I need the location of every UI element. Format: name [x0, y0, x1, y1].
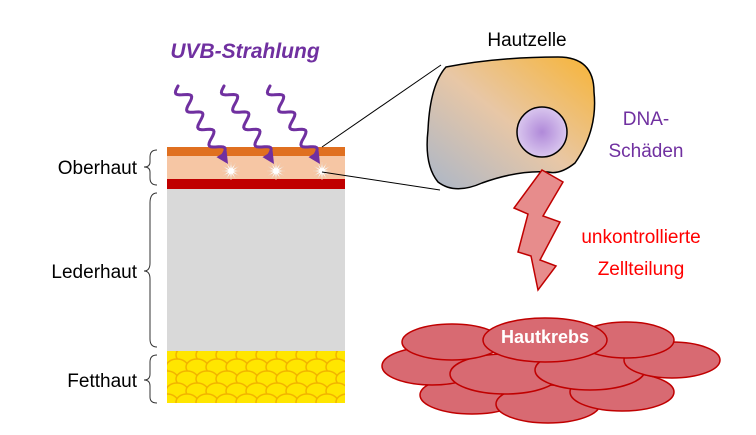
fat-cell	[235, 393, 259, 403]
oberhaut-top-stripe	[167, 147, 345, 156]
uv-ray-arrowhead	[262, 150, 274, 164]
uv-ray	[173, 84, 227, 158]
label-lederhaut: Lederhaut	[51, 262, 137, 283]
label-hautkrebs: Hautkrebs	[501, 327, 589, 347]
uv-rays	[173, 84, 320, 164]
tumor-cell	[482, 317, 608, 363]
fat-cell	[195, 393, 219, 403]
damage-spark	[221, 161, 241, 181]
uv-ray-arrowhead	[308, 150, 320, 164]
label-unkontrollierte: unkontrollierte	[581, 227, 700, 248]
fat-cell	[255, 393, 279, 403]
damage-sparks	[221, 161, 332, 181]
zoom-line-bottom	[321, 171, 441, 191]
damage-spark	[266, 161, 286, 181]
label-fetthaut: Fetthaut	[67, 371, 137, 392]
fat-cell	[295, 393, 319, 403]
uv-ray-arrowhead	[216, 150, 228, 164]
brace-oberhaut	[143, 149, 158, 186]
lightning-bolt	[512, 169, 565, 292]
fat-cells	[167, 351, 345, 403]
damage-spark	[312, 161, 332, 181]
fat-cell	[275, 393, 299, 403]
fat-cell	[167, 393, 179, 403]
hautzelle-cell	[426, 56, 596, 190]
label-uvb-strahlung: UVB-Strahlung	[170, 40, 320, 63]
tumor-cluster	[381, 317, 721, 424]
uv-ray	[219, 84, 273, 158]
fat-cell	[175, 393, 199, 403]
label-dna-schaeden-2: Schäden	[608, 141, 683, 162]
brace-lederhaut	[143, 192, 158, 348]
lederhaut-layer	[167, 189, 345, 351]
fat-cell	[335, 393, 345, 403]
oberhaut-mid-stripe	[167, 156, 345, 179]
label-dna-schaeden-1: DNA-	[623, 109, 669, 130]
oberhaut-bottom-stripe	[167, 179, 345, 189]
label-oberhaut: Oberhaut	[58, 158, 138, 179]
label-zellteilung: Zellteilung	[598, 259, 685, 280]
zoom-line-top	[321, 64, 442, 148]
fat-cell	[315, 393, 339, 403]
cell-nucleus	[516, 106, 568, 158]
skin-section	[167, 147, 345, 403]
label-hautzelle: Hautzelle	[487, 30, 566, 51]
brace-fetthaut	[143, 354, 158, 404]
uv-ray	[265, 84, 319, 158]
fat-cell	[215, 393, 239, 403]
